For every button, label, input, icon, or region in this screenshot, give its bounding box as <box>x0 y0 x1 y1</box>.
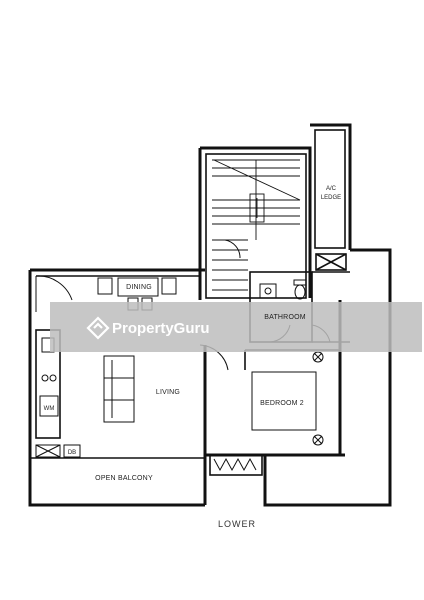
level-label: LOWER <box>218 519 256 529</box>
watermark-brand: PropertyGuru <box>112 320 210 337</box>
staircase <box>212 159 301 291</box>
bedroom-fixtures <box>213 351 324 472</box>
fixture-label-wm: WM <box>44 406 55 412</box>
interior-walls <box>30 129 350 476</box>
bathroom-fixtures <box>259 279 307 300</box>
fixture-label-db: DB <box>68 450 76 456</box>
room-label-bedroom: BEDROOM 2 <box>260 400 304 407</box>
propertyguru-logo-icon <box>86 316 110 340</box>
sofa <box>103 355 135 423</box>
room-label-open-balcony: OPEN BALCONY <box>95 475 153 482</box>
watermark-band <box>50 302 422 352</box>
kitchen-fixtures <box>35 337 81 458</box>
room-label-bathroom: BATHROOM <box>264 314 306 321</box>
room-label-ac-ledge-1: A/C <box>326 186 337 192</box>
room-label-ac-ledge-2: LEDGE <box>321 195 341 201</box>
room-label-living: LIVING <box>156 389 180 396</box>
watermark: PropertyGuru <box>50 302 422 352</box>
room-label-dining: DINING <box>126 284 152 291</box>
